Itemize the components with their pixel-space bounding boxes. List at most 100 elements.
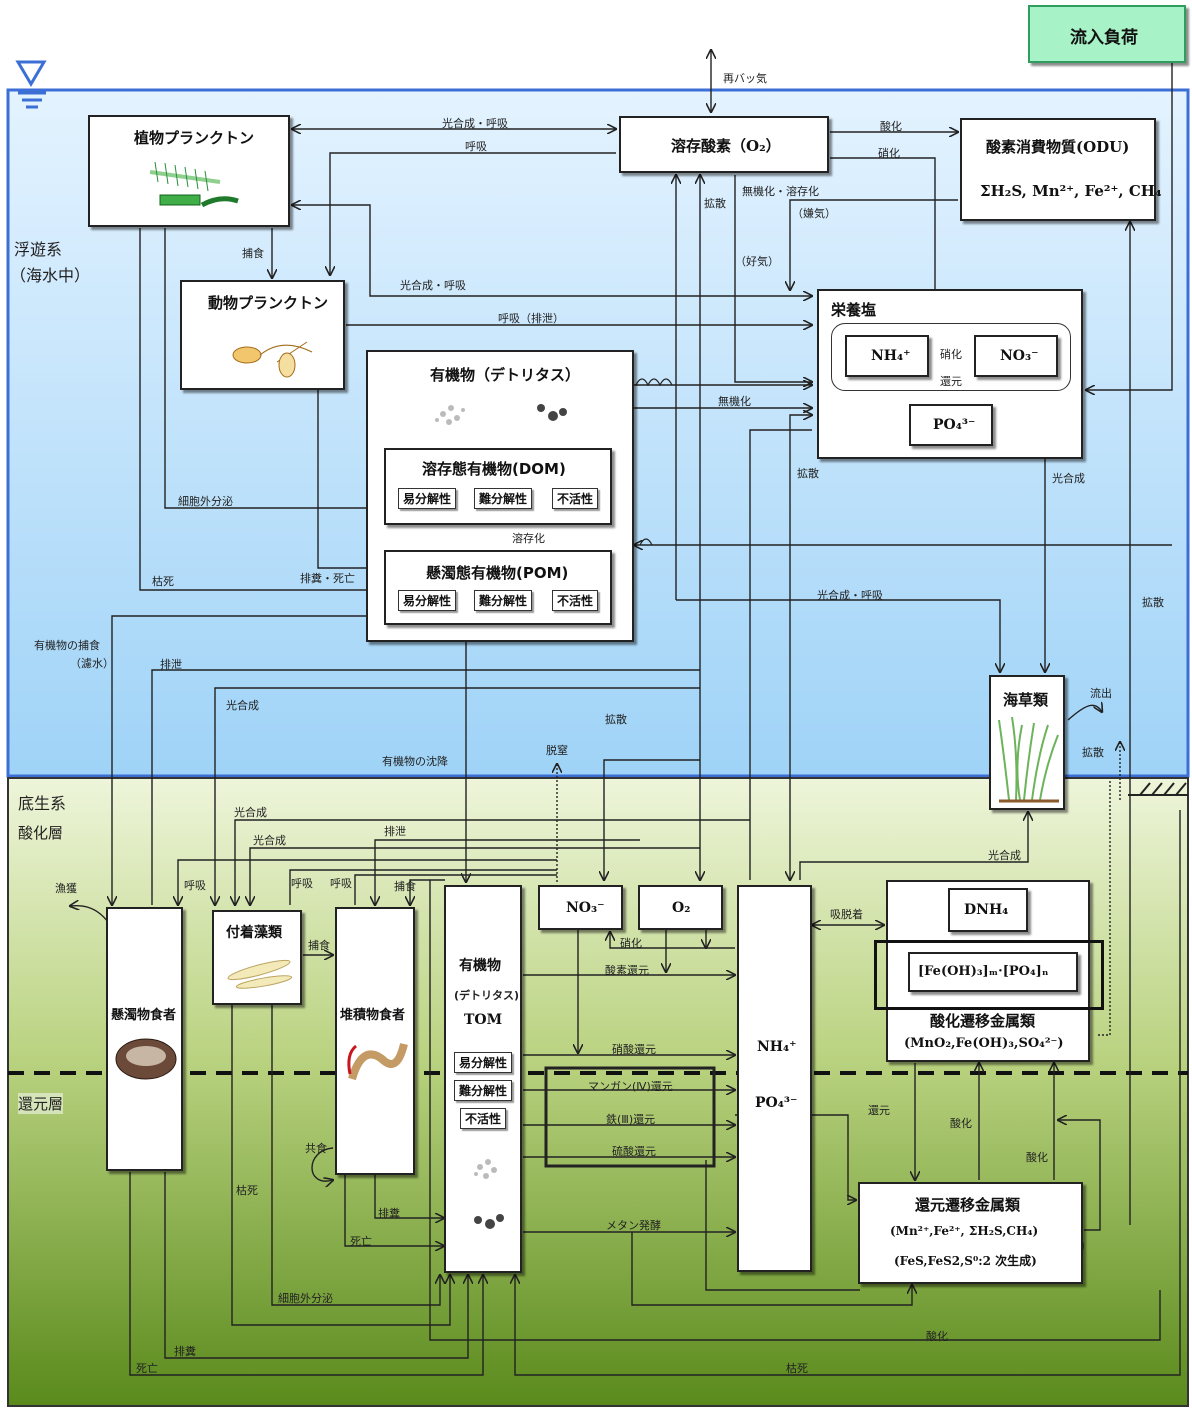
- sed-nh4-label: NH₄⁺: [757, 1039, 797, 1055]
- label-photosynthesis-4: 光合成: [253, 832, 286, 848]
- pom-title: 懸濁態有機物(POM): [426, 562, 568, 583]
- seagrass-box: 海草類: [989, 675, 1065, 810]
- tom-line2: (デトリタス): [454, 987, 519, 1003]
- diatom-icon: [219, 950, 299, 1000]
- shellfish-icon: [111, 1034, 181, 1084]
- zooplankton-title: 動物プランクトン: [208, 292, 328, 313]
- flow-fishery: [70, 906, 108, 922]
- label-photo-resp-2: 光合成・呼吸: [400, 277, 466, 293]
- label-oxygen-reduction: 酸素還元: [605, 962, 649, 978]
- dom-refractory-chip: 難分解性: [474, 488, 532, 509]
- label-grazing-3: 捕食: [308, 937, 330, 953]
- dom-title: 溶存態有機物(DOM): [422, 458, 566, 479]
- dissolution-label: 溶存化: [512, 530, 545, 546]
- flow-photo-algae: [215, 688, 700, 905]
- worm-icon: [342, 1034, 412, 1089]
- label-photosynthesis-2: 光合成: [226, 697, 259, 713]
- tom-line3: TOM: [464, 1012, 502, 1028]
- outflow-label: 流出: [1090, 685, 1112, 701]
- attached-algae-box: 付着藻類: [212, 910, 302, 1005]
- dom-labile-chip: 易分解性: [398, 488, 456, 509]
- reduced-layer-label: 還元層: [18, 1093, 63, 1114]
- label-filter-water: （濾水）: [70, 655, 114, 671]
- deposit-feeder-title: 堆積物食者: [340, 1004, 405, 1023]
- flow-nutrient-sed: [790, 415, 812, 880]
- tom-line1: 有機物: [459, 955, 501, 975]
- flow-suspension-feces: [165, 1172, 468, 1358]
- label-cannibalism: 共食: [305, 1140, 327, 1156]
- label-reduction: 還元: [868, 1102, 890, 1118]
- dissolved-oxygen-box: 溶存酸素（O₂）: [619, 116, 829, 173]
- flow-filter: [112, 616, 384, 905]
- nitrification-inner-label: 硝化: [940, 346, 962, 362]
- label-nitrification-1: 硝化: [878, 145, 900, 161]
- dnh4-box: DNH₄: [948, 888, 1028, 932]
- label-mineralize-dissolve: 無機化・溶存化: [742, 183, 819, 199]
- nh4-label: NH₄⁺: [871, 348, 911, 364]
- benthic-system-label: 底生系: [18, 790, 66, 814]
- odu-title: 酸素消費物質(ODU): [986, 136, 1129, 157]
- label-nitrification-2: 硝化: [620, 935, 642, 951]
- oxidized-layer-label: 酸化層: [18, 822, 63, 843]
- label-mortality-2: 死亡: [136, 1360, 158, 1376]
- label-death-3: 枯死: [786, 1360, 808, 1376]
- nutrients-box: 栄養塩 NH₄⁺ NO₃⁻ 硝化 還元 PO₄³⁻: [817, 289, 1083, 459]
- pom-labile-chip: 易分解性: [398, 590, 456, 611]
- flow-inflow: [1086, 62, 1172, 390]
- deposit-feeder-box: 堆積物食者: [335, 907, 415, 1175]
- po4-box: PO₄³⁻: [909, 404, 993, 446]
- label-excretion-2: 排泄: [384, 823, 406, 839]
- phytoplankton-title: 植物プランクトン: [134, 127, 254, 148]
- zooplankton-box: 動物プランクトン: [180, 280, 345, 390]
- label-resp-excretion: 呼吸（排泄）: [498, 310, 564, 326]
- label-grazing-2: 捕食: [394, 878, 416, 894]
- flow-outflow: [1068, 705, 1102, 720]
- label-oxidation-3: 酸化: [1026, 1149, 1048, 1165]
- oxidized-tm-species: (MnO₂,Fe(OH)₃,SO₄²⁻): [904, 1036, 1064, 1051]
- label-respiration-2: 呼吸: [184, 877, 206, 893]
- label-oxidation-1: 酸化: [880, 118, 902, 134]
- label-oxidation-4: 酸化: [926, 1328, 948, 1344]
- tom-box: 有機物 (デトリタス) TOM 易分解性 難分解性 不活性: [444, 885, 522, 1273]
- label-diffusion-2: 拡散: [797, 465, 819, 481]
- sed-nutrient-box: NH₄⁺ PO₄³⁻: [737, 885, 812, 1272]
- reduced-tm-species2: (FeS,FeS2,S⁰:2 次生成): [894, 1252, 1037, 1269]
- label-excretion-1: 排泄: [160, 656, 182, 672]
- phytoplankton-icon: [130, 157, 250, 217]
- tom-particles-icon: [450, 1152, 520, 1252]
- sed-no3-box: NO₃⁻: [538, 885, 623, 930]
- suspension-feeder-title: 懸濁物食者: [111, 1004, 176, 1023]
- sed-o2-label: O₂: [672, 900, 690, 916]
- label-respiration-4: 呼吸: [330, 875, 352, 891]
- pom-refractory-chip: 難分解性: [474, 590, 532, 611]
- odu-species: ΣH₂S, Mn²⁺, Fe²⁺, CH₄: [980, 182, 1162, 200]
- pom-inert-chip: 不活性: [552, 590, 598, 611]
- label-grazing-1: 捕食: [242, 245, 264, 261]
- label-photosynthesis-5: 光合成: [988, 847, 1021, 863]
- label-oxidation-2: 酸化: [950, 1115, 972, 1131]
- flow-photo-seagrass: [676, 600, 1000, 672]
- dom-box: 溶存態有機物(DOM) 易分解性 難分解性 不活性: [384, 448, 612, 525]
- pom-box: 懸濁態有機物(POM) 易分解性 難分解性 不活性: [384, 550, 612, 625]
- reaeration-label: 再バッ気: [723, 70, 767, 86]
- label-methanogenesis: メタン発酵: [606, 1217, 661, 1233]
- label-photosynthesis-3: 光合成: [234, 804, 267, 820]
- inflow-load-label: 流入負荷: [1070, 23, 1138, 48]
- label-respiration-1: 呼吸: [465, 138, 487, 154]
- odu-box: 酸素消費物質(ODU) ΣH₂S, Mn²⁺, Fe²⁺, CH₄: [960, 118, 1156, 221]
- label-photo-resp-1: 光合成・呼吸: [442, 115, 508, 131]
- flow-nutrient-sed2: [750, 430, 812, 880]
- label-diffusion-1: 拡散: [704, 195, 726, 211]
- no3-box: NO₃⁻: [974, 335, 1058, 377]
- bridge-2: [640, 539, 652, 545]
- label-diffusion-3: 拡散: [1142, 594, 1164, 610]
- label-sinking: 有機物の沈降: [382, 753, 448, 769]
- fe-complex-box: [Fe(OH)₃]ₘ·[PO₄]ₙ: [908, 952, 1078, 992]
- sed-o2-box: O₂: [638, 885, 723, 930]
- seagrass-title: 海草類: [1003, 689, 1048, 710]
- label-fe-reduction: 鉄(Ⅲ)還元: [606, 1111, 655, 1127]
- label-mineralization: 無機化: [718, 393, 751, 409]
- suspension-feeder-box: 懸濁物食者: [106, 907, 183, 1171]
- dnh4-label: DNH₄: [964, 902, 1008, 918]
